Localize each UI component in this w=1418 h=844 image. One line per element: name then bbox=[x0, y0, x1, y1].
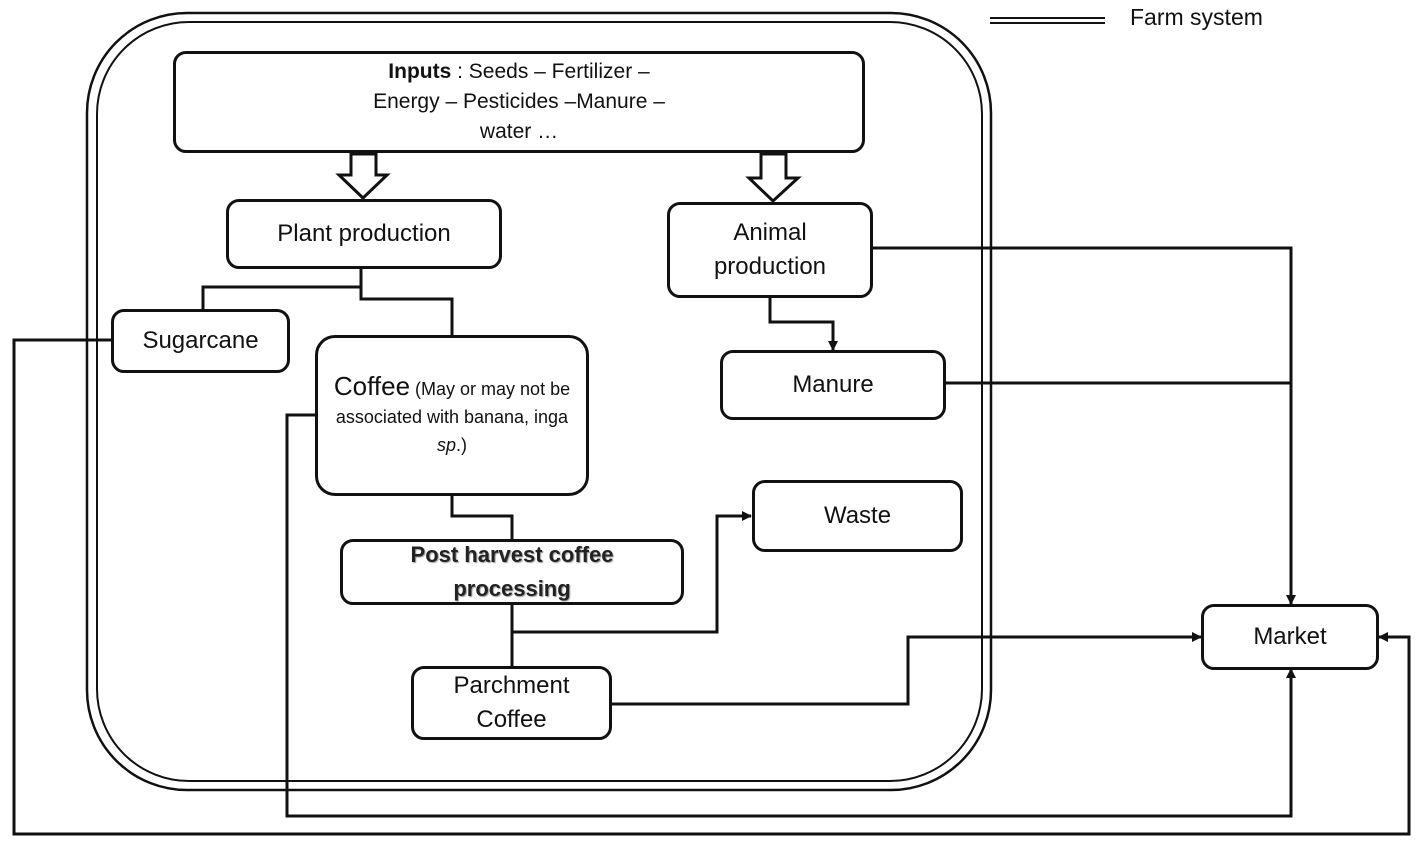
plant-to-sugarcane-line bbox=[201, 268, 363, 309]
coffee-to-market-arrow bbox=[285, 413, 1296, 818]
coffee-to-post-harvest-line bbox=[450, 494, 514, 540]
waste-box: Waste bbox=[752, 480, 963, 552]
post-harvest-label: Post harvest coffee processing bbox=[410, 542, 614, 601]
coffee-text: Coffee (May or may not be associated wit… bbox=[327, 372, 577, 459]
market-box: Market bbox=[1201, 604, 1379, 670]
inputs-to-animal-arrow bbox=[745, 152, 802, 204]
parchment-to-market-arrow bbox=[611, 632, 1202, 706]
legend-label: Farm system bbox=[1130, 4, 1263, 30]
waste-label: Waste bbox=[823, 502, 892, 529]
farm-system-boundary-inner bbox=[96, 21, 983, 782]
post-harvest-box: Post harvest coffee processing bbox=[340, 539, 684, 605]
inputs-text: Inputs : Seeds – Fertilizer – Energy – P… bbox=[354, 57, 684, 147]
manure-box: Manure bbox=[720, 350, 946, 420]
inputs-box: Inputs : Seeds – Fertilizer – Energy – P… bbox=[173, 51, 865, 153]
farm-system-boundary-outer bbox=[85, 11, 993, 792]
animal-to-market-arrow bbox=[871, 246, 1296, 605]
parchment-coffee-box: Parchment Coffee bbox=[411, 666, 612, 740]
plant-to-coffee-line bbox=[359, 287, 454, 336]
sugarcane-label: Sugarcane bbox=[142, 327, 259, 354]
coffee-box: Coffee (May or may not be associated wit… bbox=[315, 335, 589, 496]
inputs-to-plant-arrow bbox=[335, 152, 391, 201]
post-harvest-to-waste-arrow bbox=[512, 511, 752, 634]
plant-production-label: Plant production bbox=[277, 220, 451, 247]
legend-double-line bbox=[990, 17, 1105, 24]
sugarcane-to-market-arrow bbox=[12, 338, 1411, 836]
coffee-title: Coffee bbox=[333, 371, 411, 401]
animal-to-manure-arrow bbox=[768, 297, 838, 351]
parchment-coffee-label: Parchment Coffee bbox=[453, 672, 570, 733]
coffee-note-prefix: (May or may not be associated with banan… bbox=[335, 379, 571, 427]
inputs-title: Inputs bbox=[388, 60, 452, 83]
animal-production-box: Animal production bbox=[667, 202, 873, 298]
coffee-note-italic: sp bbox=[436, 435, 456, 455]
manure-label: Manure bbox=[792, 371, 874, 398]
coffee-note-suffix: .) bbox=[456, 435, 467, 455]
animal-production-label: Animal production bbox=[713, 219, 827, 280]
plant-production-box: Plant production bbox=[226, 199, 502, 269]
inputs-items: : Seeds – Fertilizer – Energy – Pesticid… bbox=[373, 60, 665, 143]
sugarcane-box: Sugarcane bbox=[111, 309, 290, 373]
market-label: Market bbox=[1253, 623, 1327, 650]
